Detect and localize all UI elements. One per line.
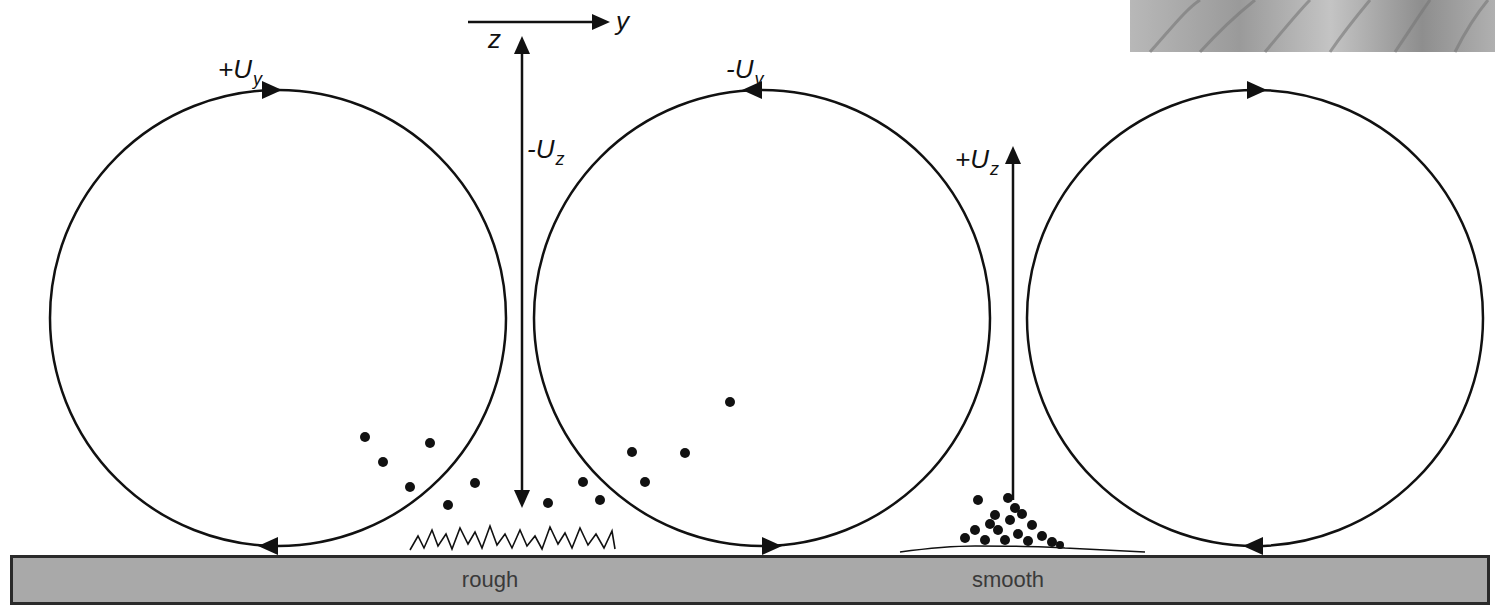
subscript: y [253, 70, 262, 88]
photo-fragment [1130, 0, 1495, 52]
axis-label: z [488, 26, 501, 52]
smooth-deposit [900, 546, 1145, 552]
subscript: z [990, 160, 999, 178]
circulation-arrowheads [258, 81, 1267, 555]
surface-label: smooth [972, 569, 1044, 591]
surface-label: rough [462, 569, 518, 591]
axes [468, 14, 1021, 508]
subscript: y [754, 70, 763, 88]
velocity-label: -U [527, 136, 554, 162]
velocity-label: +U [955, 146, 989, 172]
substrate-band: rough smooth [10, 555, 1490, 605]
vortex-circles [50, 90, 1483, 546]
axis-label: y [616, 8, 629, 34]
subscript: z [555, 150, 564, 168]
velocity-label: +U [218, 56, 252, 82]
particles [360, 397, 1064, 549]
rough-deposit [410, 526, 615, 550]
velocity-label: -U [726, 56, 753, 82]
